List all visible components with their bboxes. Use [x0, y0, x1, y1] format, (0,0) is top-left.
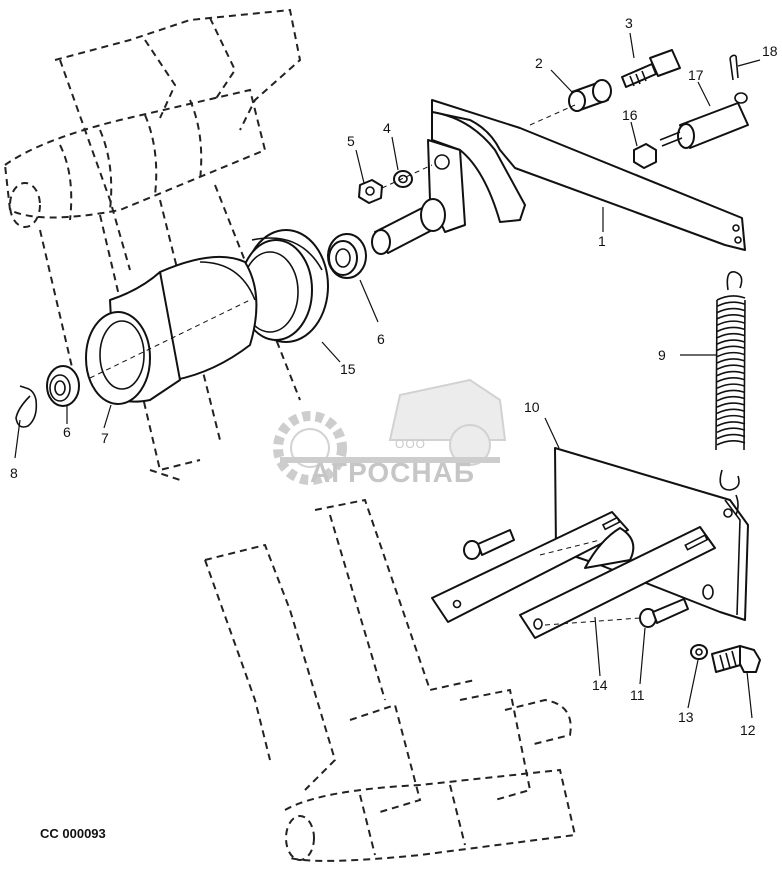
callout-10: 10 — [524, 399, 540, 415]
spring-coil — [716, 395, 746, 402]
spring-coil — [716, 414, 746, 421]
part-snap-ring — [15, 385, 38, 428]
callout-6-lower: 6 — [63, 424, 71, 440]
part-carriage-bolt-left — [463, 529, 515, 560]
part-nut — [358, 179, 383, 204]
callout-13: 13 — [678, 709, 694, 725]
callout-16: 16 — [622, 107, 638, 123]
part-bolt — [621, 49, 681, 88]
callout-7: 7 — [101, 430, 109, 446]
callout-3: 3 — [625, 15, 633, 31]
callout-11: 11 — [630, 687, 645, 703]
leader-lines — [14, 32, 761, 719]
spring-coil — [716, 389, 746, 396]
part-bushing — [568, 79, 612, 112]
callout-2: 2 — [535, 55, 543, 71]
spring-coil — [716, 307, 746, 314]
spring-coil — [716, 314, 746, 320]
callout-14: 14 — [592, 677, 608, 693]
callout-9: 9 — [658, 347, 666, 363]
part-nut-small — [633, 143, 657, 169]
spring-coil — [716, 364, 746, 371]
part-cotter-pin — [729, 54, 739, 81]
spring-coil — [716, 326, 746, 333]
part-lock-washer — [690, 644, 708, 660]
spring-coil — [716, 351, 746, 358]
part-spring-anchor — [659, 92, 749, 149]
frame-outline-upper — [3, 8, 302, 481]
spring-coil — [716, 358, 746, 364]
part-arm — [427, 99, 746, 251]
part-carriage-bolt — [639, 598, 689, 628]
callout-8: 8 — [10, 465, 18, 481]
callout-4: 4 — [383, 120, 391, 136]
spring-coil — [716, 383, 746, 389]
watermark-company-form: ООО — [395, 437, 426, 451]
spring-coil — [716, 339, 746, 345]
part-washer — [393, 170, 413, 188]
spring-coil — [716, 440, 746, 446]
assembly-lines — [89, 104, 641, 626]
part-bearing-upper — [327, 233, 367, 279]
watermark-company-name: АГРОСНАБ — [310, 457, 475, 488]
part-cap-screw — [711, 645, 761, 673]
callout-5: 5 — [347, 133, 355, 149]
spring-coil — [716, 427, 746, 434]
spring-coil — [716, 332, 746, 339]
part-arm-shaft — [371, 198, 446, 255]
figure-reference-code: CC 000093 — [40, 826, 106, 841]
spring-coil — [716, 421, 746, 427]
spring-coil — [716, 408, 746, 415]
callout-15: 15 — [340, 361, 356, 377]
part-pulley-hub — [85, 255, 258, 405]
frame-outline-lower — [204, 498, 577, 862]
spring-coil — [716, 295, 746, 301]
callout-6-upper: 6 — [377, 331, 385, 347]
part-pulley — [239, 229, 329, 343]
part-spring — [715, 271, 746, 491]
spring-coil — [716, 345, 746, 352]
spring-coil — [716, 433, 746, 440]
callout-17: 17 — [688, 67, 704, 83]
callout-18: 18 — [762, 43, 778, 59]
part-bearing-lower — [46, 365, 80, 407]
spring-coil — [716, 301, 746, 308]
callout-1: 1 — [598, 233, 606, 249]
spring-coil — [716, 377, 746, 383]
spring-coil — [716, 402, 746, 408]
spring-coil — [716, 320, 746, 326]
watermark-logo: ООО АГРОСНАБ — [273, 378, 507, 488]
spring-coil — [716, 370, 746, 377]
callouts: 1 2 3 4 5 6 7 6 8 9 10 11 12 13 14 15 16… — [10, 15, 778, 738]
callout-12: 12 — [740, 722, 756, 738]
part-slotted-strap — [431, 511, 716, 639]
